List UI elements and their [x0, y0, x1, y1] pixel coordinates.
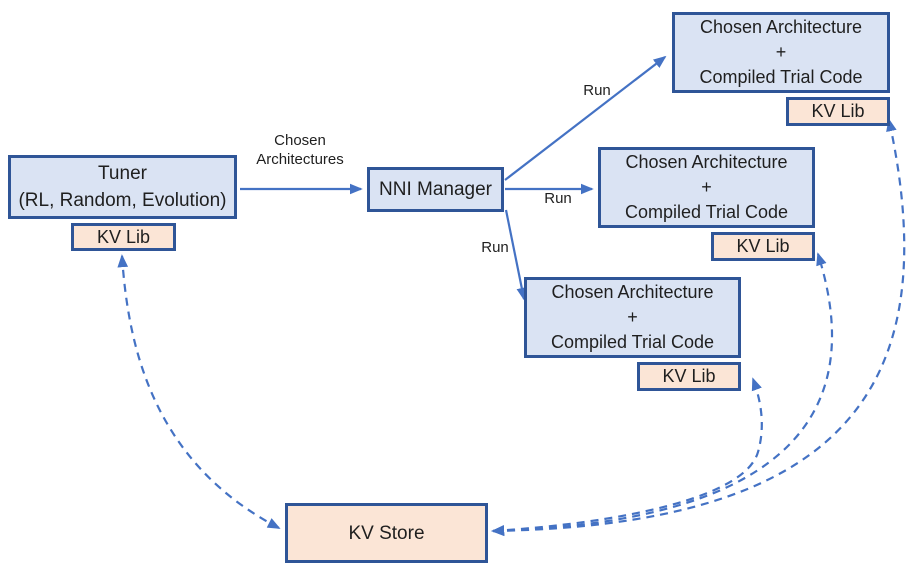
chosen-architectures-line2: Architectures [256, 151, 344, 168]
dashed-arrow-kvstore-to-trial1-kvlib [491, 118, 906, 537]
trial3-kv-lib-node: KV Lib [637, 362, 741, 391]
trial1-kv-lib-node: KV Lib [786, 97, 890, 126]
tuner-node: Tuner (RL, Random, Evolution) [8, 155, 237, 219]
dashed-arrow-kvstore-to-trial3-kvlib [491, 377, 763, 536]
trial2-line2: + [701, 177, 712, 197]
trial3-kv-lib-label: KV Lib [662, 366, 716, 386]
run-label-middle: Run [544, 190, 572, 207]
kv-store-label: KV Store [348, 522, 425, 544]
trial2-kv-lib-node: KV Lib [711, 232, 815, 261]
kv-store-node: KV Store [285, 503, 488, 563]
trial1-line3: Compiled Trial Code [699, 67, 863, 87]
tuner-kv-lib-label: KV Lib [96, 226, 151, 247]
tuner-subtitle: (RL, Random, Evolution) [18, 190, 227, 211]
trial1-node: Chosen Architecture + Compiled Trial Cod… [672, 12, 890, 93]
trial3-line2: + [627, 307, 638, 327]
chosen-architectures-line1: Chosen [274, 132, 326, 149]
trial2-kv-lib-label: KV Lib [736, 236, 790, 256]
trial3-line1: Chosen Architecture [551, 282, 714, 302]
tuner-title: Tuner [98, 163, 147, 184]
trial3-line3: Compiled Trial Code [550, 332, 715, 352]
trial2-node: Chosen Architecture + Compiled Trial Cod… [598, 147, 815, 228]
tuner-kv-lib-node: KV Lib [71, 223, 176, 251]
run-label-bottom: Run [481, 239, 509, 256]
trial2-line1: Chosen Architecture [625, 152, 788, 172]
trial1-kv-lib-label: KV Lib [811, 101, 865, 121]
dashed-arrow-tuner-kvlib-to-kvstore [117, 254, 281, 529]
nni-manager-node: NNI Manager [367, 167, 504, 212]
trial1-line1: Chosen Architecture [699, 17, 863, 37]
nni-manager-label: NNI Manager [379, 179, 492, 200]
chosen-architectures-edge-label: Chosen Architectures [240, 131, 360, 169]
trial1-line2: + [775, 42, 787, 62]
trial3-node: Chosen Architecture + Compiled Trial Cod… [524, 277, 741, 358]
run-label-top: Run [583, 82, 611, 99]
trial2-line3: Compiled Trial Code [624, 202, 789, 222]
